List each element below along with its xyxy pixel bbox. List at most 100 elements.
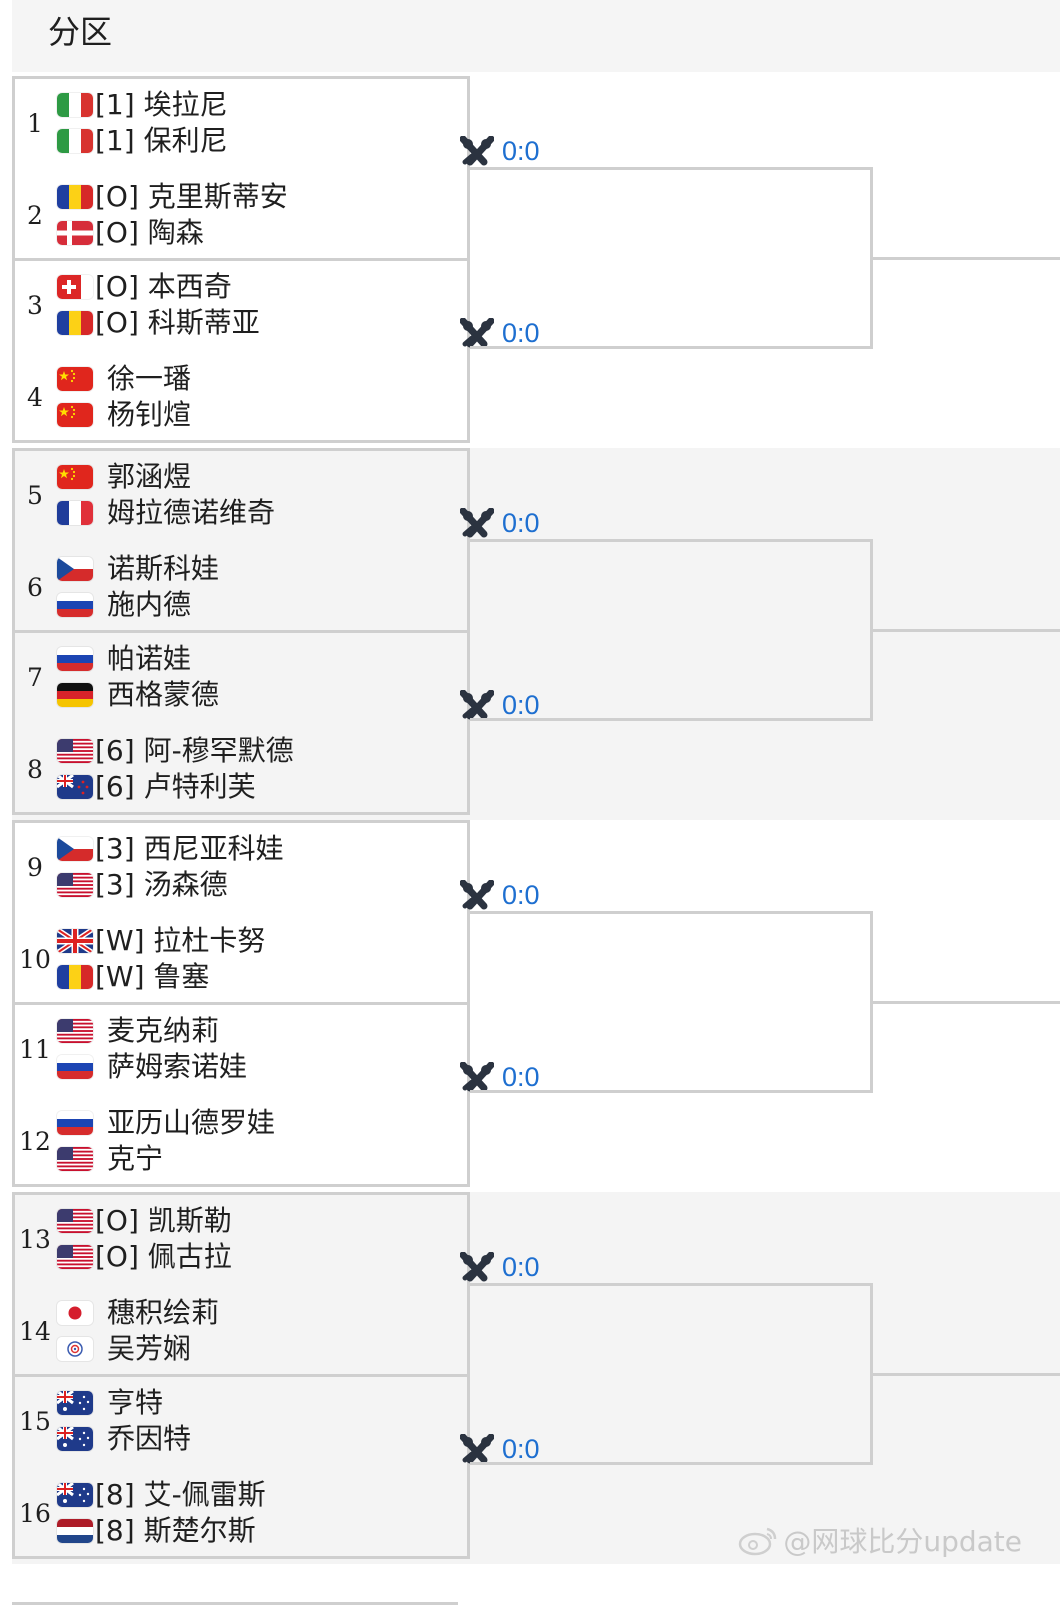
team-entry[interactable]: 5 郭涵煜姆拉德诺维奇	[15, 451, 467, 543]
bracket-connector	[470, 911, 873, 1093]
player-name: 克宁	[107, 1142, 164, 1175]
draw-position: 7	[27, 663, 43, 692]
team-entry[interactable]: 16[8] 艾-佩雷斯[8] 斯楚尔斯	[15, 1469, 467, 1561]
player-row: 徐一璠	[57, 361, 191, 397]
player-name: [O] 陶森	[95, 216, 204, 249]
player-name: [W] 拉杜卡努	[95, 924, 266, 957]
draw-position: 13	[19, 1225, 51, 1254]
team-entry[interactable]: 2[O] 克里斯蒂安[O] 陶森	[15, 171, 467, 263]
player-row: 亚历山德罗娃	[57, 1105, 275, 1141]
romania-flag-icon	[57, 185, 93, 209]
team-entry[interactable]: 10 [W] 拉杜卡努[W] 鲁塞	[15, 915, 467, 1007]
score-value: 0:0	[502, 1251, 540, 1282]
draw-position: 2	[27, 201, 43, 230]
draw-position: 5	[27, 481, 43, 510]
usa-flag-icon	[57, 1245, 93, 1269]
player-name: [3] 汤森德	[95, 868, 228, 901]
player-row: [3] 汤森德	[57, 867, 228, 903]
match-score[interactable]: 0:0	[460, 875, 540, 915]
match-score[interactable]: 0:0	[460, 503, 540, 543]
player-row: [O] 佩古拉	[57, 1239, 232, 1275]
china-flag-icon	[57, 403, 93, 427]
player-name: 郭涵煜	[107, 460, 192, 493]
china-flag-icon	[57, 367, 93, 391]
bracket-connector-out	[873, 629, 1060, 632]
score-value: 0:0	[502, 135, 540, 166]
draw-position: 10	[19, 945, 51, 974]
divider	[12, 820, 470, 823]
team-entry[interactable]: 9[3] 西尼亚科娃[3] 汤森德	[15, 823, 467, 915]
bracket-connector	[470, 539, 873, 721]
draw-position: 1	[27, 109, 43, 138]
bracket-section: 9[3] 西尼亚科娃[3] 汤森德 10 [W] 拉杜卡努[W] 鲁塞 0:0 11 麦克…	[12, 820, 1060, 1192]
player-row: 郭涵煜	[57, 459, 191, 495]
player-name: [3] 西尼亚科娃	[95, 832, 284, 865]
player-name: 杨钊煊	[107, 398, 192, 431]
player-name: 吴芳娴	[107, 1332, 192, 1365]
match-score[interactable]: 0:0	[460, 313, 540, 353]
player-row: [O] 本西奇	[57, 269, 232, 305]
player-name: [8] 斯楚尔斯	[95, 1514, 256, 1547]
player-row: [O] 凯斯勒	[57, 1203, 232, 1239]
player-name: [O] 科斯蒂亚	[95, 306, 260, 339]
player-name: [1] 埃拉尼	[95, 88, 228, 121]
player-name: [8] 艾-佩雷斯	[95, 1478, 266, 1511]
draw-position: 8	[27, 755, 43, 784]
player-name: [6] 阿-穆罕默德	[95, 734, 294, 767]
match-score[interactable]: 0:0	[460, 1429, 540, 1469]
france-flag-icon	[57, 501, 93, 525]
match-score[interactable]: 0:0	[460, 131, 540, 171]
divider	[12, 1192, 470, 1195]
match-score[interactable]: 0:0	[460, 1057, 540, 1097]
crossed-rackets-icon	[460, 1062, 494, 1092]
russia-flag-icon	[57, 593, 93, 617]
score-value: 0:0	[502, 1061, 540, 1092]
divider	[12, 1602, 458, 1605]
player-row: 姆拉德诺维奇	[57, 495, 275, 531]
usa-flag-icon	[57, 739, 93, 763]
match-score[interactable]: 0:0	[460, 685, 540, 725]
player-name: 姆拉德诺维奇	[107, 496, 276, 529]
team-entry[interactable]: 3[O] 本西奇[O] 科斯蒂亚	[15, 261, 467, 353]
player-name: 麦克纳莉	[107, 1014, 220, 1047]
score-value: 0:0	[502, 689, 540, 720]
player-row: [O] 陶森	[57, 215, 204, 251]
player-row: [W] 鲁塞	[57, 959, 209, 995]
draw-position: 11	[19, 1035, 51, 1064]
player-row: 杨钊煊	[57, 397, 191, 433]
team-entry[interactable]: 8 [6] 阿-穆罕默德[6] 卢特利芙	[15, 725, 467, 817]
draw-position: 12	[19, 1127, 51, 1156]
draw-position: 14	[19, 1317, 51, 1346]
bracket-connector	[470, 1283, 873, 1465]
player-name: 亨特	[107, 1386, 164, 1419]
crossed-rackets-icon	[460, 1434, 494, 1464]
player-name: 亚历山德罗娃	[107, 1106, 276, 1139]
crossed-rackets-icon	[460, 1252, 494, 1282]
player-name: 施内德	[107, 588, 192, 621]
player-row: [6] 卢特利芙	[57, 769, 256, 805]
team-entry[interactable]: 12 亚历山德罗娃克宁	[15, 1097, 467, 1189]
italy-flag-icon	[57, 129, 93, 153]
bracket-connector-out	[873, 1373, 1060, 1376]
player-row: [1] 埃拉尼	[57, 87, 228, 123]
player-name: [O] 本西奇	[95, 270, 232, 303]
draw-position: 4	[27, 383, 43, 412]
team-entry[interactable]: 1[1] 埃拉尼[1] 保利尼	[15, 79, 467, 171]
team-entry[interactable]: 4 徐一璠杨钊煊	[15, 353, 467, 445]
match-score[interactable]: 0:0	[460, 1247, 540, 1287]
player-row: 亨特	[57, 1385, 163, 1421]
weibo-icon	[739, 1527, 777, 1556]
czech-flag-icon	[57, 837, 93, 861]
team-entry[interactable]: 13[O] 凯斯勒[O] 佩古拉	[15, 1195, 467, 1287]
crossed-rackets-icon	[460, 318, 494, 348]
score-value: 0:0	[502, 507, 540, 538]
